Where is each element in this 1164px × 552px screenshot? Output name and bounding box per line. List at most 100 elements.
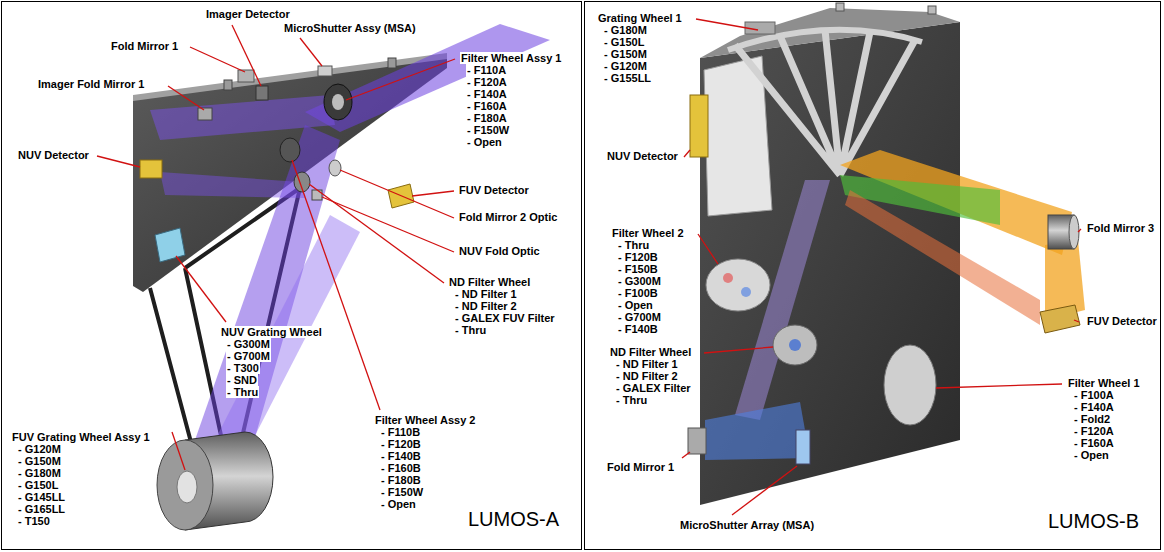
option-label: - G150L — [603, 36, 645, 48]
leader-line — [97, 156, 140, 167]
option-label: - F140A — [1073, 401, 1115, 413]
option-label: - G165LL — [17, 503, 66, 515]
lumos-b-art — [682, 3, 1085, 515]
fold-optic — [312, 190, 322, 200]
option-label: - F160B — [380, 462, 422, 474]
option-label: - F100A — [1073, 389, 1115, 401]
leader-line — [1078, 229, 1081, 232]
part-label: NUV Detector — [17, 149, 90, 161]
light-beam — [160, 172, 305, 198]
bolt — [836, 3, 844, 11]
option-label: - Open — [617, 299, 654, 311]
filter-wheel — [706, 259, 770, 311]
leader-line — [309, 184, 444, 283]
part-label: Filter Wheel Assy 1 — [460, 52, 562, 64]
option-label: - ND Filter 2 — [454, 300, 518, 312]
option-label: - F150W — [466, 124, 510, 136]
option-label: - Open — [466, 136, 503, 148]
option-label: - F140A — [466, 88, 508, 100]
part-label: Fold Mirror 2 Optic — [458, 211, 558, 223]
nuv-detector — [140, 160, 162, 178]
filter-wheel — [324, 84, 352, 120]
bolt — [928, 6, 936, 14]
part-label: Fold Mirror 1 — [606, 461, 675, 473]
part-label: Filter Wheel 1 — [1067, 377, 1141, 389]
option-label: - Thru — [226, 386, 259, 398]
filter-wheel — [884, 345, 936, 425]
option-label: - F150W — [380, 486, 424, 498]
panel-title: LUMOS-A — [468, 507, 559, 531]
leader-line — [732, 466, 797, 515]
leader-line — [698, 234, 718, 264]
part-label: MicroShutter Assy (MSA) — [283, 22, 417, 34]
option-label: - G150L — [17, 479, 59, 491]
option-label: - G300M — [617, 275, 662, 287]
option-label: - F160A — [466, 100, 508, 112]
option-label: - T300 — [226, 362, 260, 374]
option-label: - F140B — [617, 323, 659, 335]
bolt — [388, 58, 396, 68]
light-beam — [845, 190, 1040, 325]
leader-line — [936, 384, 1062, 388]
part-label: Fold Mirror 3 — [1086, 222, 1155, 234]
filter-wheel — [280, 138, 300, 162]
grating-wheel-face — [157, 440, 213, 530]
option-label: - G120M — [17, 443, 62, 455]
option-label: - G120M — [603, 60, 648, 72]
option-label: - F120A — [1073, 425, 1115, 437]
leader-lines — [97, 25, 455, 470]
bolt — [224, 80, 232, 90]
leader-line — [704, 347, 773, 353]
option-label: - G300M — [226, 338, 271, 350]
leader-line — [292, 160, 380, 410]
nuv-detector — [690, 95, 708, 157]
option-label: - F180B — [380, 474, 422, 486]
filter-wheel-hub — [332, 94, 344, 110]
fold-mirror — [238, 70, 254, 82]
part-label: Grating Wheel 1 — [597, 12, 683, 24]
part-label: FUV Detector — [458, 184, 530, 196]
option-label: - ND Filter 1 — [454, 288, 518, 300]
option-label: - ND Filter 1 — [615, 358, 679, 370]
option-label: - F120B — [617, 251, 659, 263]
option-label: - G145LL — [17, 491, 66, 503]
leader-line — [176, 256, 226, 322]
option-label: - SND — [226, 374, 258, 386]
option-label: - Open — [380, 498, 417, 510]
option-label: - GALEX Filter — [615, 382, 692, 394]
leader-line — [346, 59, 455, 100]
light-beam — [305, 24, 550, 132]
option-label: - F120B — [380, 438, 422, 450]
option-label: - F180A — [466, 112, 508, 124]
option-label: - GALEX FUV Filter — [454, 312, 556, 324]
nd-filter-wheel — [773, 325, 817, 365]
option-label: - F120A — [466, 76, 508, 88]
option-label: - F110A — [466, 64, 507, 76]
option-label: - G180M — [17, 467, 62, 479]
fuv-detector — [1040, 305, 1080, 333]
panel-title: LUMOS-B — [1048, 509, 1139, 533]
fold-mirror-face — [1069, 215, 1079, 249]
leader-line — [684, 150, 690, 157]
part-label: ND Filter Wheel — [609, 346, 692, 358]
part-label: Filter Wheel 2 — [611, 227, 685, 239]
part-label: Imager Fold Mirror 1 — [37, 78, 145, 90]
leader-line — [190, 47, 245, 72]
light-beam — [705, 402, 810, 460]
light-beam — [215, 215, 360, 455]
leader-line — [682, 452, 690, 458]
option-label: - G155LL — [603, 72, 652, 84]
leader-line — [168, 86, 204, 110]
fold-mirror — [688, 428, 706, 454]
microshutter-array — [796, 430, 810, 464]
part-label: FUV Grating Wheel Assy 1 — [11, 431, 151, 443]
leader-line — [696, 19, 758, 30]
grating-wheel — [155, 228, 185, 262]
part-label: FUV Detector — [1086, 315, 1158, 327]
option-label: - F160A — [1073, 437, 1115, 449]
option-label: - ND Filter 2 — [615, 370, 679, 382]
grating-wheel-hub — [177, 471, 197, 503]
fold-mirror — [198, 108, 212, 120]
part-label: Filter Wheel Assy 2 — [374, 414, 476, 426]
